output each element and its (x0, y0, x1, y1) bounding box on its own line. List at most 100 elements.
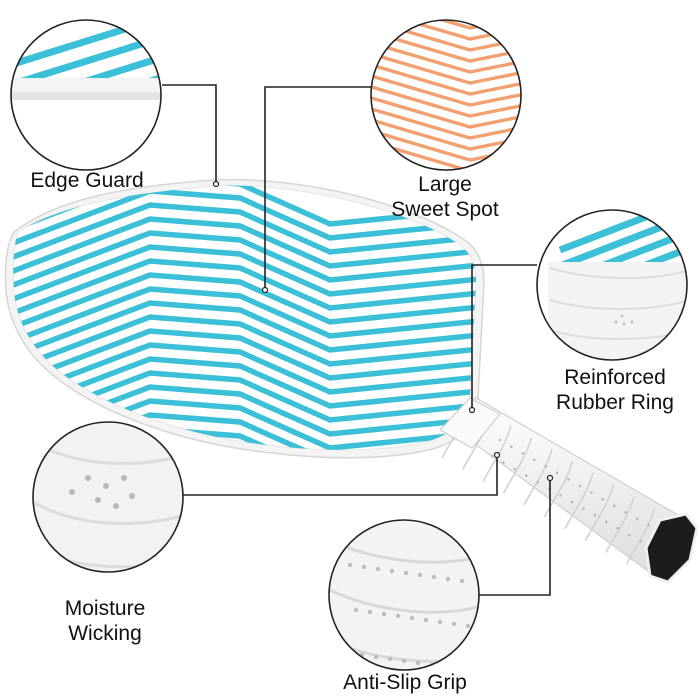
ring-stripe (558, 210, 687, 254)
grip-hole (532, 458, 536, 462)
grip-hole (616, 526, 620, 530)
grip-hole (401, 658, 407, 664)
grip-hole (423, 617, 429, 623)
grip-hole (502, 461, 505, 464)
label-anti-slip-grip-line-1: Anti-Slip Grip (343, 671, 467, 694)
paddle-stripe (13, 216, 476, 279)
grip-hole (521, 451, 525, 455)
grip-hole (415, 660, 421, 666)
grip-hole (490, 454, 494, 458)
label-moisture-wicking-line-2: Wicking (68, 622, 142, 645)
paddle-stripe (13, 272, 476, 335)
label-sweet-spot-line-1: Large (418, 173, 472, 196)
grip-hole (624, 510, 628, 514)
grip-hole (555, 471, 559, 475)
grip-hole (367, 609, 373, 615)
grip-hole (381, 611, 387, 617)
sweet-spot-stripe (371, 106, 521, 140)
sweet-spot-stripe (371, 40, 521, 74)
paddle-stripe (13, 314, 476, 377)
callout-line-sweet-spot (264, 86, 371, 290)
sweet-spot-stripe (371, 84, 521, 118)
paddle-stripe (13, 356, 476, 419)
grip-hole (431, 574, 437, 580)
grip-hole (387, 656, 393, 662)
grip-hole (375, 566, 381, 572)
anti-slip-grip-detail-circle (328, 519, 480, 671)
paddle-stripe (13, 300, 476, 363)
grip-hole (403, 570, 409, 576)
grip-hole (604, 520, 608, 524)
grip-hole (353, 607, 359, 613)
paddle-stripe (13, 286, 476, 349)
grip-hole (498, 438, 502, 442)
callout-line-edge-guard (162, 84, 217, 183)
grip-hole (582, 507, 585, 510)
edge-guard-detail-circle (10, 19, 162, 171)
grip-wrap-line (625, 507, 656, 565)
grip-hole (524, 474, 528, 478)
grip-hole (459, 578, 465, 584)
grip-hole (513, 467, 517, 471)
label-moisture-wicking-line-1: Moisture (64, 597, 146, 620)
grip-hole (544, 464, 548, 468)
grip-hole (536, 480, 540, 484)
grip-hole (559, 494, 562, 497)
callout-dots (212, 180, 554, 482)
grip-hole (373, 654, 379, 660)
grip-hole (612, 504, 616, 508)
grip-hole (409, 615, 415, 621)
sweet-spot-stripe (371, 95, 521, 129)
label-rubber-ring-line-1: Reinforced (564, 366, 666, 389)
grip-hole (347, 562, 353, 568)
label-edge-guard-line-1: Edge Guard (30, 169, 144, 192)
paddle-stripe (13, 328, 476, 391)
paddle-stripe (13, 188, 476, 251)
grip-hole (465, 623, 471, 629)
label-moisture-wicking: Moisture Wicking (30, 596, 180, 646)
paddle-stripe (13, 230, 476, 293)
grip-hole (647, 524, 650, 527)
label-rubber-ring: Reinforced Rubber Ring (535, 365, 695, 415)
grip-hole (627, 533, 631, 537)
callout-line-anti-slip (478, 478, 551, 596)
label-anti-slip-grip: Anti-Slip Grip (322, 670, 488, 695)
paddle-stripe (13, 202, 476, 265)
grip-hole (395, 613, 401, 619)
rubber-ring-detail-circle (536, 209, 688, 361)
paddle-stripe (13, 370, 476, 433)
grip-hole (510, 445, 513, 448)
grip-hole (593, 513, 597, 517)
sweet-spot-stripe (371, 20, 521, 30)
grip-hole (635, 517, 639, 521)
label-edge-guard: Edge Guard (12, 168, 162, 193)
grip-hole (437, 619, 443, 625)
grip-hole (417, 572, 423, 578)
grip-hole (601, 497, 605, 501)
grip-hole (590, 491, 593, 494)
grip-hole (445, 576, 451, 582)
grip-wrap-line (564, 472, 594, 530)
grip-wrap-line (543, 460, 574, 518)
grip-wrap-line (523, 448, 553, 506)
grip-end-cap (644, 512, 699, 584)
sweet-spot-stripe (371, 51, 521, 85)
grip-wrap-line (584, 484, 615, 541)
grip-wrap-line (605, 496, 635, 553)
moisture-wicking-detail-circle (32, 421, 184, 573)
callout-line-rubber-ring (471, 264, 537, 410)
label-sweet-spot-line-2: Sweet Spot (391, 198, 499, 221)
label-sweet-spot: Large Sweet Spot (370, 172, 520, 222)
sweet-spot-stripe (371, 62, 521, 96)
grip-hole (361, 564, 367, 570)
paddle-stripe (13, 342, 476, 405)
grip-hole (443, 664, 449, 670)
grip-hole (639, 540, 642, 543)
paddle-stripe (13, 258, 476, 321)
rubber-ring (439, 397, 501, 449)
grip-perforations (490, 438, 650, 543)
grip-hole (389, 568, 395, 574)
callout-lines (162, 84, 551, 596)
label-rubber-ring-line-2: Rubber Ring (556, 391, 674, 414)
